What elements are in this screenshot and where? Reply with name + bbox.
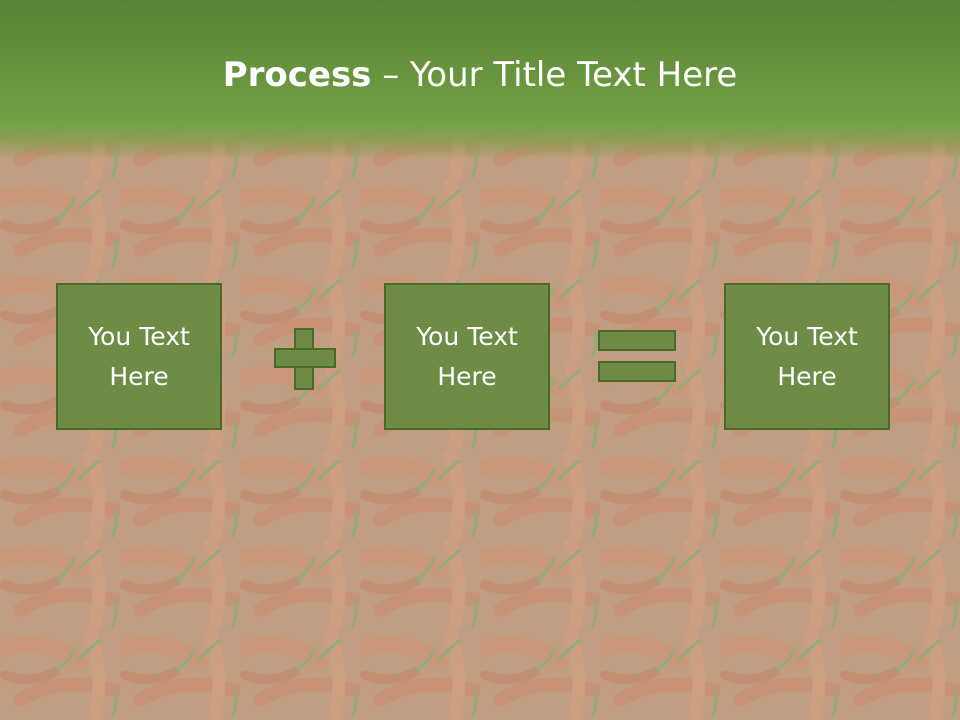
title-bar (0, 0, 960, 160)
title-bold: Process (222, 55, 372, 95)
page-title: Process – Your Title Text Here (0, 52, 960, 98)
equals-icon (598, 330, 676, 384)
plus-icon (274, 328, 336, 390)
text-box-3[interactable]: You Text Here (724, 283, 890, 430)
title-rest: – Your Title Text Here (371, 55, 738, 95)
text-box-2[interactable]: You Text Here (384, 283, 550, 430)
text-box-1[interactable]: You Text Here (56, 283, 222, 430)
